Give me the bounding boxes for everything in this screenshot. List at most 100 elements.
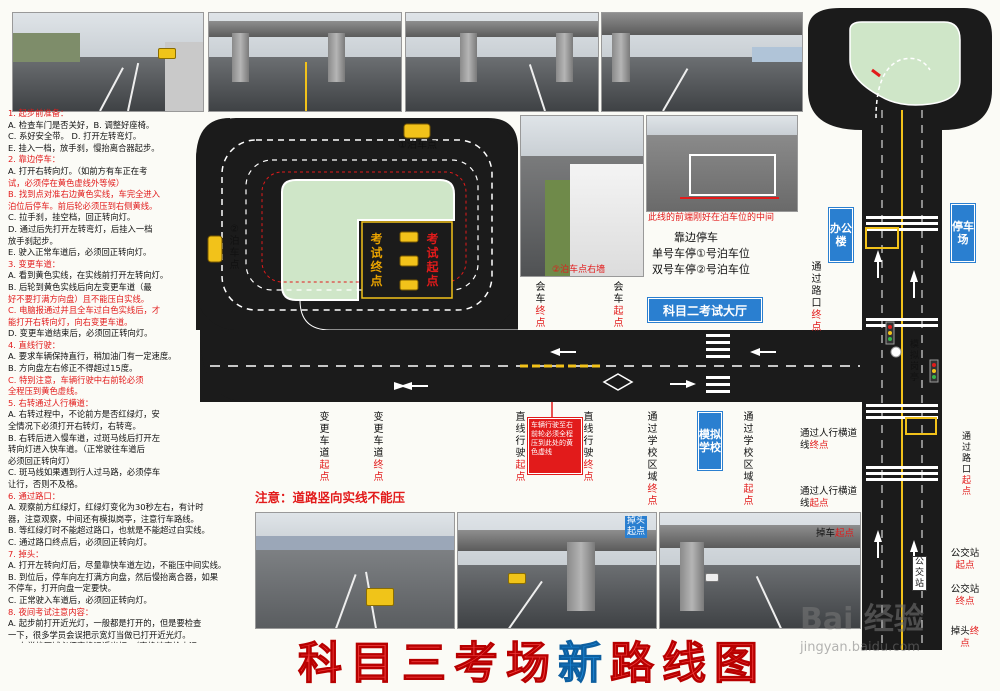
rule-line: B. 等红绿灯时不能超过路口，也就是不能超过白实线。 — [8, 525, 210, 536]
ped1-label: 通过人行横道线终点 — [800, 428, 860, 452]
rule-line: C. 系好安全带。 D. 打开左转弯灯。 — [8, 131, 142, 142]
rule-line: 让行，否则不及格。 — [8, 479, 83, 489]
lc-start-point: 起点 — [319, 460, 330, 483]
title-part3: 路线图 — [610, 638, 766, 690]
notice-text: 注意：道路竖向实线不能压 — [255, 490, 406, 505]
park1-label: ①泊车点 — [398, 140, 437, 151]
turn-end-point: 起点 — [835, 528, 855, 539]
title-part1: 科目三考场 — [298, 638, 558, 690]
page-title: 科目三考场新路线图 — [252, 632, 812, 690]
uturn-end-label: 掉头终点 — [948, 626, 982, 650]
bus-stop2-label: 公交站终点 — [948, 584, 982, 608]
ped1-text: 通过人行横道线 — [800, 428, 858, 451]
rule-line: 8. 夜间考试注意内容： — [8, 606, 94, 617]
rule-line: A. 打开左转向灯后，尽量靠快车道左边，不能压中间实线。 — [8, 560, 227, 571]
photo-wall — [520, 115, 644, 277]
rule-line: 全情况下必须打开右转灯，右转弯。 — [8, 421, 141, 432]
rule-line: C. 拉手刹，挂空档，回正转向灯。 — [8, 212, 136, 223]
exam-rules-list: 1. 起步前准备：A. 检查车门是否关好，B. 调整好座椅。C. 系好安全带。 … — [8, 108, 258, 643]
rule-line: 7. 掉头： — [8, 548, 44, 559]
rule-line: D. 变更车道结束后，必须回正转向灯。 — [8, 328, 153, 339]
rule-line: 转向灯进入快车道。（正常驶往车道后 — [8, 444, 145, 455]
bus-stop-label: 公交站 — [912, 556, 927, 591]
rule-line: B. 在学校区域必须变换远近光灯。（变换结束检查远 — [8, 641, 258, 643]
st-end-point: 终点 — [583, 460, 594, 483]
huiche1-point: 终点 — [535, 306, 546, 329]
double-label: 双号车停②号泊车位 — [652, 263, 750, 276]
rule-line: B. 到位后，停车向左打满方向盘，然后慢抬离合器，如果 — [8, 571, 219, 582]
rule-line: A. 起步前打开近光灯，一般都是打开的，但是要检查 — [8, 618, 202, 629]
turn-end-text: 掉车 — [816, 528, 836, 539]
lc-end-text: 变更车道 — [373, 412, 384, 459]
photo-bridge-2 — [659, 512, 861, 629]
rule-line: C. 斑马线如果遇到行人过马路，必须停车 — [8, 467, 161, 478]
rule-line: 能打开右转向灯，向右变更车道。 — [8, 316, 133, 327]
rule-line: 5. 右转通过人行横道： — [8, 397, 94, 408]
rule-line: 泊位后停车。前后轮必须压到右侧黄线。 — [8, 200, 158, 211]
lc-start-text: 变更车道 — [319, 412, 330, 459]
exam-start-label: 考试起点 — [426, 232, 439, 288]
title-part2: 新 — [558, 638, 610, 690]
rule-line: A. 看到黄色实线，在实线前打开左转向灯。 — [8, 270, 169, 281]
ped1-point: 终点 — [809, 440, 829, 451]
line-note-label: 此线的前端刚好在泊车位的中间 — [648, 213, 775, 223]
rule-line: 2. 靠边停车： — [8, 154, 61, 165]
rule-line: 器，注意观察，中间还有模拟岗亭，注意行车路线。 — [8, 513, 199, 524]
park2-label: ②泊车点 — [229, 224, 240, 271]
baidu-watermark: Bai 经验 jingyan.baidu.com — [800, 584, 990, 684]
photo-underpass-2 — [405, 12, 599, 112]
huiche2-text: 会车 — [613, 282, 624, 305]
lc-end-label: 变更车道终点 — [372, 412, 385, 484]
huiche1-label: 会车终点 — [534, 282, 547, 330]
school-start-label: 通过学校区域起点 — [742, 412, 755, 508]
uturn-sign: 掉头起点 — [625, 516, 647, 538]
park-assignment: 靠边停车 单号车停①号泊车位 双号车停②号泊车位 — [634, 230, 784, 278]
rule-line: E. 驶入正常车道后，必须回正转向灯。 — [8, 247, 152, 258]
school-start-text: 通过学校区域 — [743, 412, 754, 483]
lc-start-label: 变更车道起点 — [318, 412, 331, 484]
rule-line: A. 观察前方红绿灯，红绿灯变化为30秒左右，有计时 — [8, 502, 204, 513]
rule-line: 一下，很多学员会误把示宽灯当做已打开近光灯。 — [8, 629, 191, 640]
photo-underpass-3 — [601, 12, 803, 112]
rule-line: C. 特别注意，车辆行驶中右前轮必须 — [8, 374, 144, 385]
rule-line: E. 挂入一档，放手刹，慢抬离合器起步。 — [8, 142, 160, 153]
photo-underpass-1 — [208, 12, 402, 112]
bus-end-text: 公交站 — [950, 548, 980, 559]
yellow-line-note-box: 车辆行驶至右前轮必须全程压到此处的黄色虚线 — [528, 418, 582, 474]
rule-line: A. 检查车门是否关好，B. 调整好座椅。 — [8, 119, 155, 130]
huiche2-label: 会车起点 — [612, 282, 625, 330]
bus-end-label: 公交站起点 — [948, 548, 982, 572]
rule-line: C. 通过路口终点后，必须回正转向灯。 — [8, 536, 152, 547]
rule-line: 必须回正转向灯） — [8, 455, 75, 466]
cross-end-label: 通过路口终点 — [810, 262, 823, 334]
school-start-point: 起点 — [743, 484, 754, 507]
rule-line: 好不要打满方向盘）且不能压白实线。 — [8, 293, 150, 304]
school-end-label: 通过学校区域终点 — [646, 412, 659, 508]
rule-line: B. 方向盘左右修正不得超过15度。 — [8, 363, 138, 374]
rule-line: D. 通过后先打开左转弯灯，后挂入一档 — [8, 223, 153, 234]
kiosk-label: 模拟岗亭 — [909, 340, 919, 383]
school-end-text: 通过学校区域 — [647, 412, 658, 483]
rule-line: C. 正常驶入车道后，必须回正转向灯。 — [8, 594, 152, 605]
rule-line: 3. 变更车道： — [8, 258, 61, 269]
cross-end-text: 通过路口 — [811, 262, 822, 309]
uturn-end-point: 终点 — [960, 626, 980, 649]
school-sign: 模拟学校 — [698, 412, 722, 470]
watermark-logo: Bai 经验 — [800, 602, 924, 637]
single-label: 单号车停①号泊车位 — [652, 247, 750, 260]
rule-line: A. 右转过程中，不论前方是否红绿灯，安 — [8, 409, 160, 420]
photo-parking-box — [646, 115, 798, 212]
st-start-label: 直线行驶起点 — [514, 412, 527, 484]
rule-line: 放手刹起步。 — [8, 235, 58, 246]
bus-stop2-text: 公交站 — [950, 584, 980, 595]
watermark-url: jingyan.baidu.com — [800, 640, 920, 655]
photo-highway-taxi — [12, 12, 204, 112]
office-sign: 办公楼 — [829, 208, 853, 262]
rule-line: C. 电脑报通过并且全车过白色实线后，才 — [8, 305, 161, 316]
park2-wall-label: ②泊车点右墙 — [552, 265, 606, 275]
turn-end-label: 掉车起点 — [816, 528, 854, 540]
rule-line: 6. 通过路口： — [8, 490, 61, 501]
cross-start-point: 起点 — [961, 476, 971, 497]
rule-line: A. 打开右转向灯。（如前方有车正在考 — [8, 165, 148, 176]
